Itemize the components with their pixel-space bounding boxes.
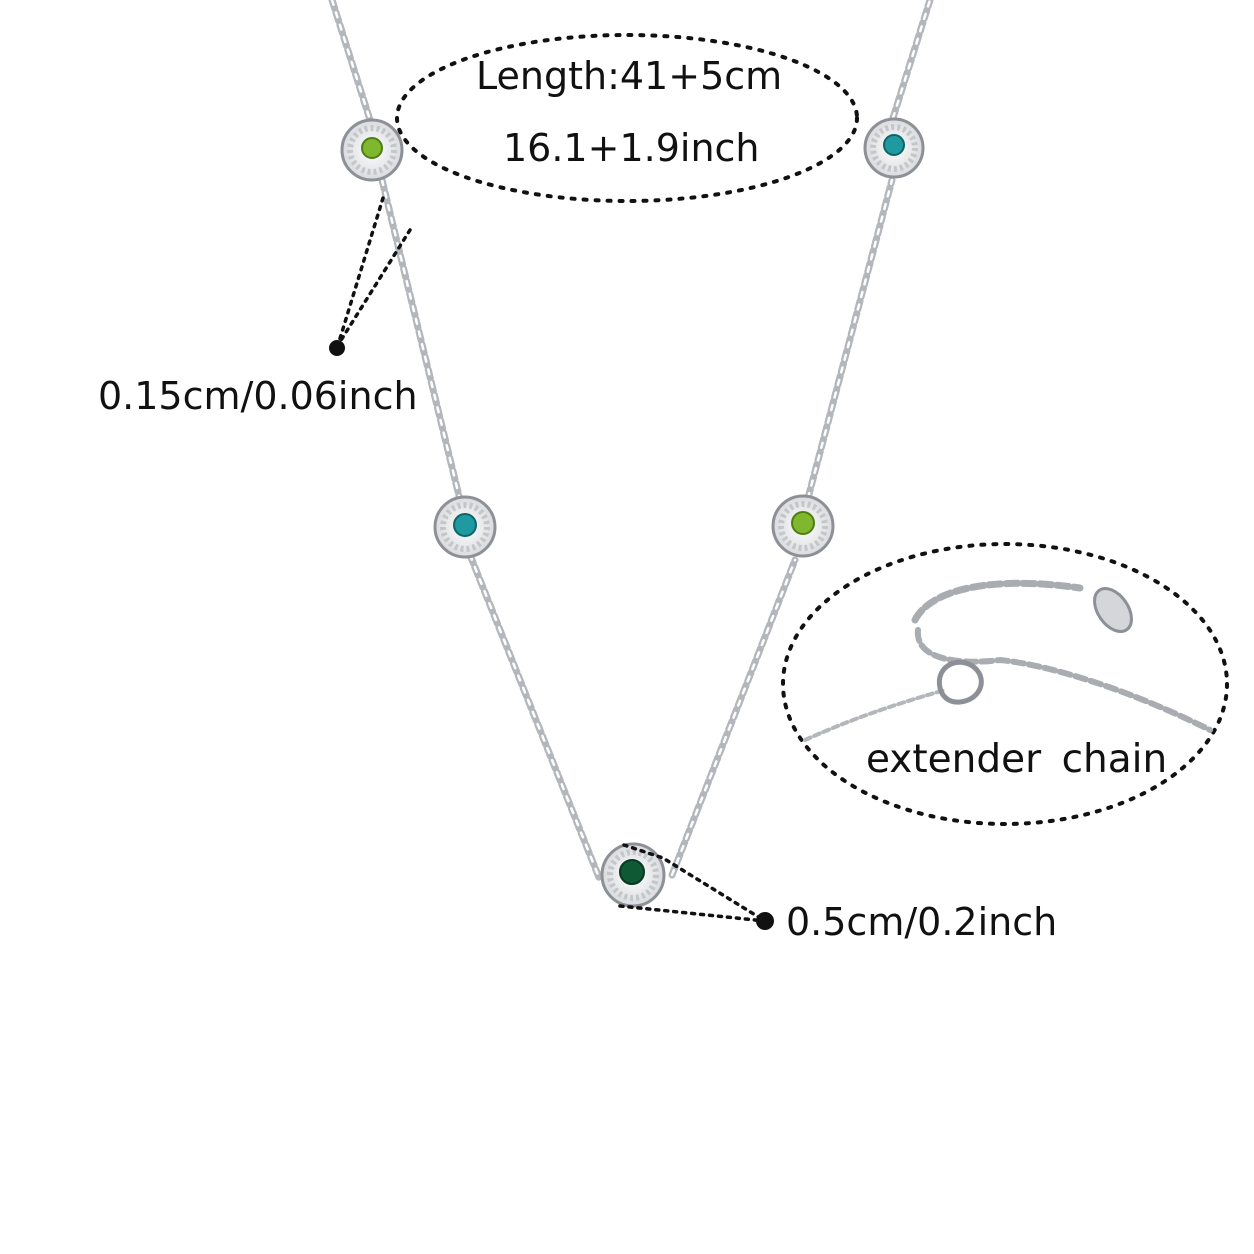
charm-center bbox=[600, 842, 666, 908]
charm-size-dot bbox=[756, 912, 774, 930]
chain-width-leader bbox=[336, 196, 412, 347]
charm-mid-right bbox=[771, 494, 835, 558]
lobster-clasp bbox=[936, 659, 984, 705]
charm-mid-left bbox=[433, 495, 497, 559]
charm-top-right bbox=[863, 117, 925, 179]
length-callout-ring bbox=[395, 33, 859, 203]
chain-width-label: 0.15cm/0.06inch bbox=[98, 374, 418, 418]
extender-tag bbox=[1093, 587, 1133, 633]
extender-callout-ring bbox=[781, 542, 1229, 826]
extender-chain bbox=[803, 579, 1213, 742]
charm-size-label: 0.5cm/0.2inch bbox=[786, 900, 1058, 944]
charm-size-leader bbox=[618, 843, 767, 923]
chain-width-dot bbox=[329, 340, 345, 356]
extender-chain-label: extender chain bbox=[866, 737, 1168, 782]
length-inch-label: 16.1+1.9inch bbox=[503, 126, 760, 170]
length-cm-label: Length:41+5cm bbox=[476, 54, 783, 98]
charm-top-left bbox=[340, 118, 404, 182]
main-chain bbox=[328, 0, 934, 884]
